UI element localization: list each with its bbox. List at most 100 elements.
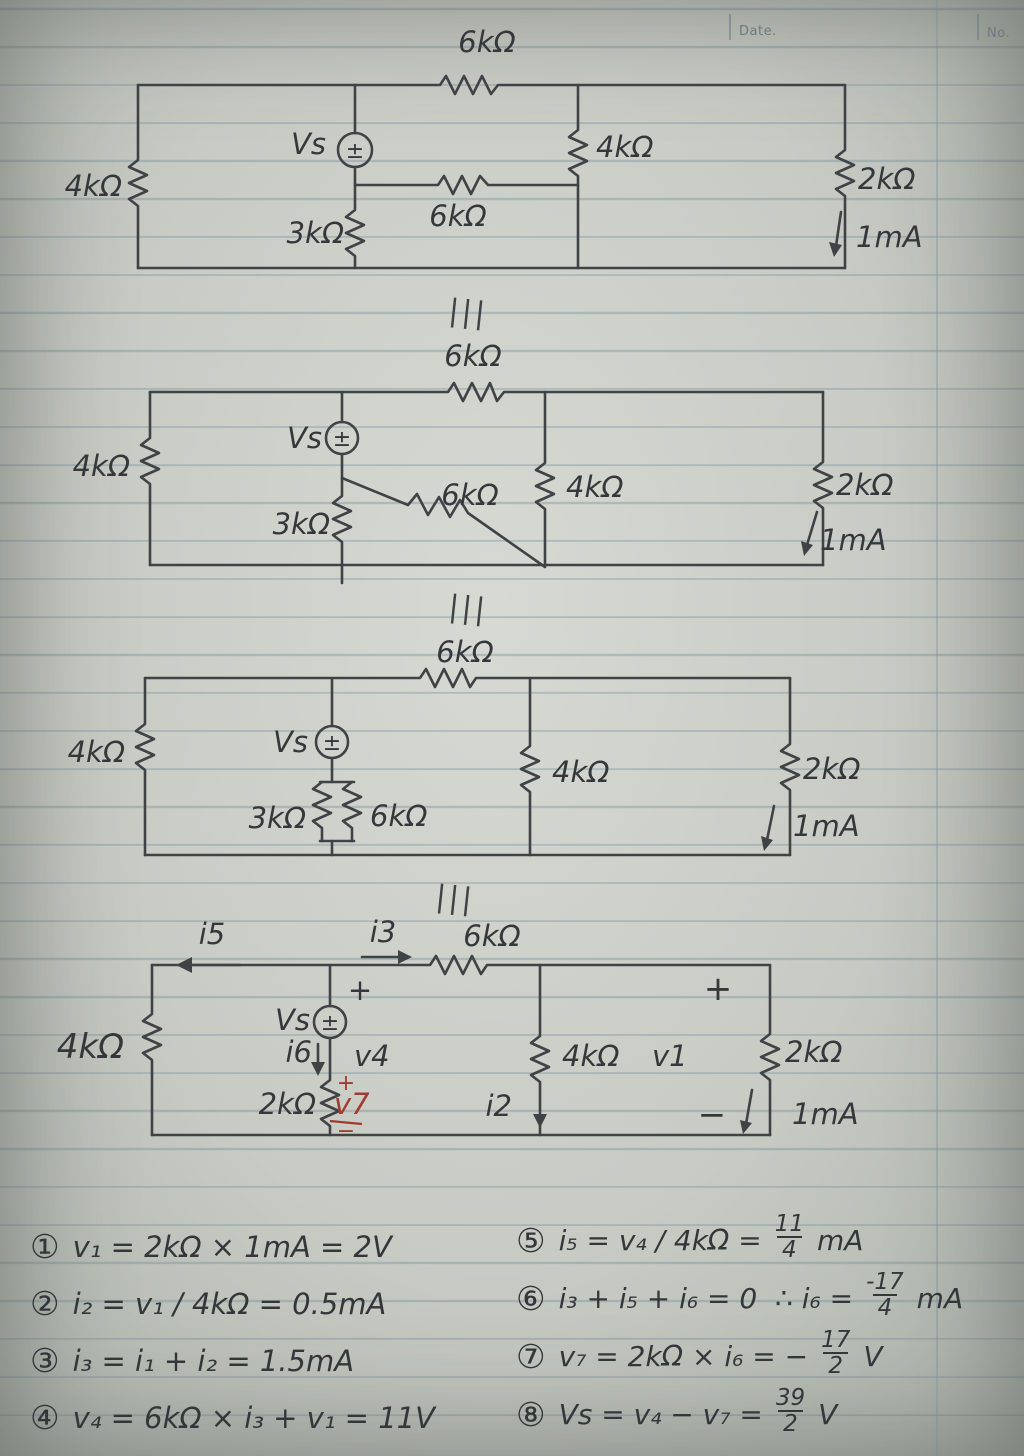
c3-current-label: 1mA — [793, 809, 860, 843]
no-label: No. — [987, 26, 1011, 41]
fraction-numerator: 17 — [821, 1326, 851, 1353]
c1-r-midright-label: 4kΩ — [596, 130, 653, 164]
equivalence-mark-2: ||| — [447, 589, 490, 628]
c4-i5-label: i5 — [199, 917, 226, 951]
c1-midright-wire-resistor-4k — [567, 83, 589, 270]
c1-vs-label: Vs — [291, 127, 326, 161]
equation-6-text: i₃ + i₅ + i₆ = 0 ∴ i₆ = — [558, 1281, 854, 1315]
equation-4: ④ v₄ = 6kΩ × i₃ + v₁ = 11V — [30, 1397, 435, 1438]
c2-top-wire-resistor-6k — [148, 381, 825, 403]
c1-mid-horizontal-resistor-6k — [353, 174, 580, 196]
c4-i5-arrow-head — [176, 957, 192, 973]
c3-current-arrow-shaft — [765, 804, 776, 842]
equation-7-unit: V — [863, 1339, 883, 1373]
c4-left-wire-resistor-4k — [141, 963, 163, 1137]
c4-vs-label: Vs — [275, 1003, 310, 1037]
equation-7-fraction: 17 2 — [821, 1328, 850, 1378]
c4-midright-wire-resistor-4k — [529, 963, 551, 1137]
no-tick-line — [977, 14, 979, 40]
equation-1-number: ① — [30, 1227, 60, 1266]
c4-mid-branch-resistor-2k — [319, 1036, 341, 1137]
c1-current-arrow-head — [829, 242, 842, 257]
c4-v7-minus-sign: − — [337, 1119, 355, 1144]
equation-6-fraction: -17 4 — [866, 1270, 904, 1320]
c2-r-midright-label: 4kΩ — [566, 470, 623, 504]
c4-i3-arrow-head — [398, 950, 412, 964]
c2-mid-branch-resistor-3k — [331, 452, 353, 567]
c2-current-label: 1mA — [820, 523, 887, 557]
equation-4-number: ④ — [30, 1398, 60, 1437]
c4-i2-arrow-head — [533, 1114, 547, 1128]
equation-5: ⑤ i₅ = v₄ / 4kΩ = 11 4 mA — [516, 1212, 963, 1264]
c1-r-right-label: 2kΩ — [858, 162, 915, 196]
circuit-2: ± 6kΩ 4kΩ Vs 3kΩ 6kΩ 4kΩ 2kΩ 1mA — [73, 339, 893, 585]
equation-6: ⑥ i₃ + i₅ + i₆ = 0 ∴ i₆ = -17 4 mA — [516, 1270, 964, 1322]
equation-8-fraction: 39 2 — [776, 1386, 805, 1436]
c3-r-par-right-label: 6kΩ — [370, 799, 427, 833]
equation-1: ① v₁ = 2kΩ × 1mA = 2V — [30, 1226, 435, 1267]
equations-left-column: ① v₁ = 2kΩ × 1mA = 2V ② i₂ = v₁ / 4kΩ = … — [30, 1226, 435, 1438]
equation-8-text: Vs = v₄ − v₇ = — [558, 1397, 763, 1431]
right-margin-line — [936, 0, 938, 1456]
fraction-denominator: 2 — [778, 1410, 803, 1436]
c1-current-arrow-shaft — [834, 210, 843, 248]
c2-right-wire-resistor-2k — [812, 390, 834, 567]
equation-2-text: i₂ = v₁ / 4kΩ = 0.5mA — [72, 1286, 387, 1321]
c4-top-wire-resistor-6k — [150, 954, 772, 976]
equation-6-number: ⑥ — [516, 1278, 546, 1318]
c2-current-arrow-head — [801, 541, 813, 556]
c3-r-top-label: 6kΩ — [436, 635, 493, 669]
equation-5-fraction: 11 4 — [775, 1212, 804, 1262]
equation-8-number: ⑧ — [516, 1394, 546, 1434]
equation-6-unit: mA — [916, 1281, 964, 1315]
c3-midright-wire-resistor-4k — [519, 676, 541, 857]
equation-5-number: ⑤ — [516, 1220, 546, 1260]
c4-v7-label: v7 — [334, 1087, 370, 1121]
c3-r-par-left-label: 3kΩ — [249, 801, 306, 835]
c2-vs-source-sign: ± — [333, 427, 351, 452]
equations-right-column: ⑤ i₅ = v₄ / 4kΩ = 11 4 mA ⑥ i₃ + i₅ + i₆… — [516, 1212, 964, 1438]
equation-7-number: ⑦ — [516, 1336, 546, 1376]
equation-5-text: i₅ = v₄ / 4kΩ = — [558, 1223, 762, 1257]
c4-v7-red-underline — [329, 1119, 363, 1126]
c4-r-mid-label: 2kΩ — [259, 1087, 316, 1121]
c3-r-right-label: 2kΩ — [803, 752, 860, 786]
fraction-denominator: 2 — [823, 1352, 849, 1378]
c2-r-left-label: 4kΩ — [73, 449, 130, 483]
c4-v1-label: v1 — [652, 1039, 688, 1073]
circuit-4: ± i5 i3 6kΩ 4kΩ Vs + + i6 v4 + 2kΩ v7 — [57, 915, 859, 1144]
c4-right-wire-resistor-2k — [759, 963, 781, 1137]
fraction-numerator: 39 — [775, 1384, 806, 1411]
c1-vs-source-sign: ± — [346, 139, 364, 164]
equation-3: ③ i₃ = i₁ + i₂ = 1.5mA — [30, 1340, 435, 1381]
c2-r-mid-label: 3kΩ — [273, 507, 330, 541]
c3-left-wire-resistor-4k — [134, 676, 156, 857]
c2-midright-wire-resistor-4k — [534, 390, 556, 567]
c2-vs-label: Vs — [287, 421, 322, 455]
c4-vs-source-sign: ± — [321, 1011, 339, 1036]
c2-left-wire-resistor-4k — [139, 390, 161, 567]
c3-current-arrow-head — [761, 836, 773, 851]
c4-current-arrow-head — [740, 1120, 752, 1134]
fraction-denominator: 4 — [777, 1236, 802, 1262]
equation-3-number: ③ — [30, 1341, 60, 1380]
c3-vs-label: Vs — [273, 725, 308, 759]
date-label: Date. — [739, 24, 777, 39]
c1-r-left-label: 4kΩ — [65, 169, 122, 203]
equation-4-text: v₄ = 6kΩ × i₃ + v₁ = 11V — [72, 1400, 435, 1435]
date-tick-line — [729, 14, 731, 40]
equation-7-text: v₇ = 2kΩ × i₆ = − — [558, 1339, 809, 1373]
c1-right-wire-resistor-2k — [834, 83, 856, 270]
c1-r-mid-label: 3kΩ — [287, 216, 344, 250]
equation-3-text: i₃ = i₁ + i₂ = 1.5mA — [72, 1343, 355, 1378]
c3-vs-source-sign: ± — [323, 731, 341, 756]
circuit-3: ± 6kΩ 4kΩ Vs 3kΩ 6kΩ 4kΩ 2kΩ 1mA — [68, 635, 860, 857]
fraction-numerator: 11 — [774, 1210, 804, 1237]
c4-v1-minus-sign: − — [698, 1095, 727, 1135]
c2-r-right-label: 2kΩ — [836, 468, 893, 502]
fraction-numerator: -17 — [866, 1268, 904, 1295]
equation-5-unit: mA — [816, 1223, 864, 1257]
c1-r-top-label: 6kΩ — [458, 25, 515, 59]
c3-r-left-label: 4kΩ — [68, 735, 125, 769]
